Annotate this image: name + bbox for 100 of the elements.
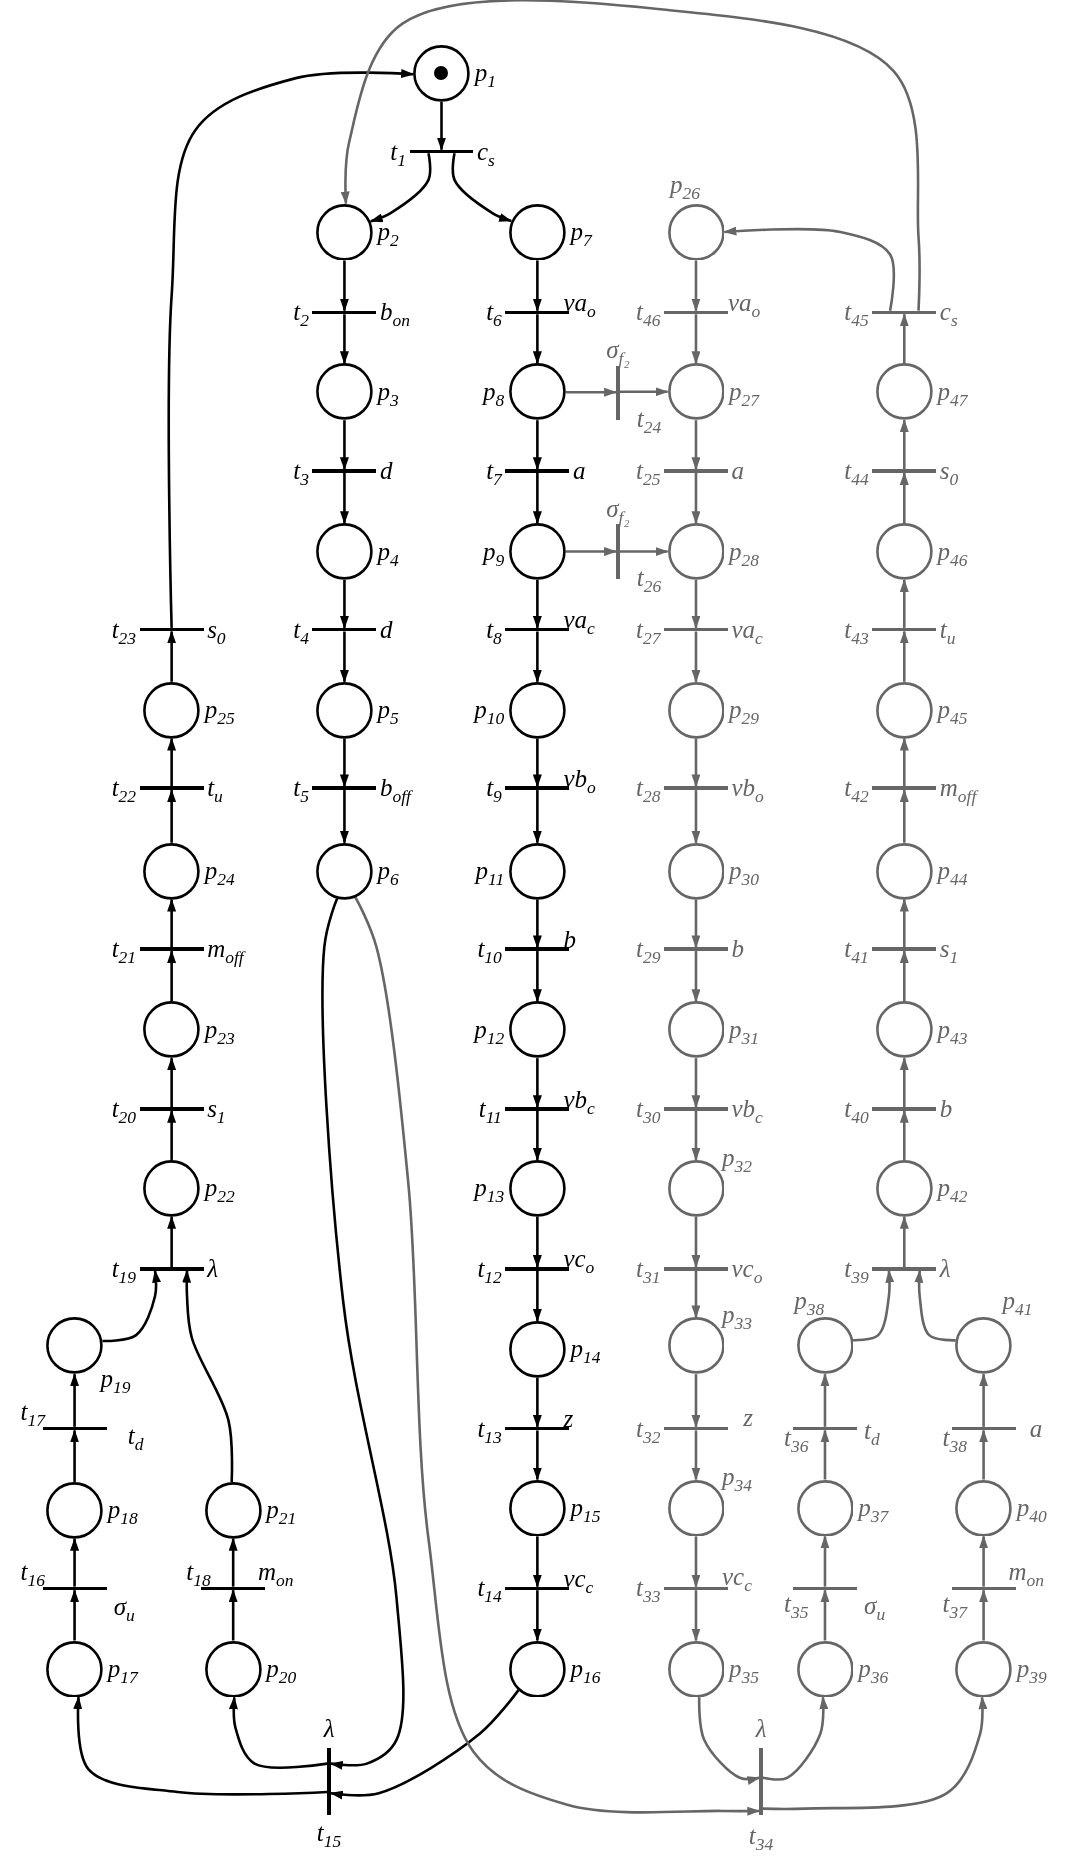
place-circle (667, 363, 725, 421)
place-label: p$_{43}$ (937, 1016, 968, 1044)
place-label: p$_{14}$ (570, 1335, 601, 1364)
arc-arrow (70, 1373, 80, 1427)
place-circle (796, 1640, 854, 1698)
place-label: p$_{26}$ (669, 170, 700, 199)
place-circle (508, 523, 566, 580)
place-circle (667, 842, 725, 900)
transition-label: t$_{u}$ (939, 615, 956, 644)
place-label: p$_{4}$ (377, 537, 399, 566)
transition-label: t$_{2}$ (293, 298, 309, 327)
arc-arrow (899, 471, 909, 524)
place-label: p$_{34}$ (722, 1463, 752, 1491)
transition-label: t$_{18}$ (186, 1558, 211, 1586)
transition-bar (793, 1426, 857, 1431)
transition-label: b (731, 935, 744, 963)
transition-label: t$_{43}$ (844, 615, 869, 644)
place-label: p$_{24}$ (204, 857, 235, 885)
transition-bar (793, 1586, 857, 1591)
transition-bar (42, 1586, 107, 1591)
place-label: p$_{36}$ (858, 1655, 889, 1683)
place-label: p$_{8}$ (482, 378, 505, 406)
arc-arrow (532, 1270, 542, 1322)
transition-label: va$_{c}$ (563, 606, 595, 634)
arc-arrow (762, 1696, 988, 1811)
transition-label: vc$_{o}$ (731, 1255, 763, 1283)
transition-label: σ$_{u}$ (864, 1592, 886, 1620)
arc-arrow (691, 580, 701, 629)
transition-label: c$_{s}$ (939, 298, 958, 327)
arc-arrow (691, 1110, 701, 1161)
arc-arrow (339, 420, 349, 471)
place-circle (508, 1479, 566, 1537)
transition-label: va$_{o}$ (727, 289, 761, 317)
transition-bar (951, 1586, 1016, 1591)
place-circle (508, 203, 566, 261)
transition-label: d (379, 615, 393, 644)
transition-label: t$_{36}$ (783, 1424, 809, 1452)
arc-arrow (532, 631, 542, 683)
place-label: p$_{38}$ (794, 1287, 825, 1315)
place-label: p$_{45}$ (937, 696, 968, 724)
arc-arrow (369, 153, 432, 223)
arc-arrow (73, 1696, 328, 1796)
arc-arrow (228, 1696, 328, 1769)
transition-label: t$_{4}$ (293, 615, 309, 644)
transition-bar (664, 786, 728, 791)
transition-bar (872, 786, 937, 791)
transition-label: λ (755, 1715, 767, 1743)
arc-arrow (723, 226, 896, 311)
transition-label: t$_{31}$ (636, 1255, 661, 1283)
transition-bar (201, 1586, 266, 1591)
transition-bar (872, 1267, 937, 1271)
transition-bar (872, 1107, 937, 1111)
transition-bar (312, 310, 377, 315)
place-circle (508, 363, 566, 421)
arc-arrow (691, 472, 701, 525)
transition-label: vb$_{c}$ (731, 1095, 763, 1123)
transition-bar (139, 1107, 204, 1111)
place-circle (508, 1159, 566, 1217)
arc-arrow (339, 260, 349, 312)
arc-arrow (565, 547, 618, 557)
transition-label: vc$_{c}$ (722, 1562, 752, 1591)
place-label: p$_{2}$ (377, 218, 399, 246)
arc-arrow (437, 101, 446, 151)
transition-label: a (572, 457, 586, 485)
arc-arrow (167, 630, 177, 682)
transition-bar (664, 1267, 728, 1271)
place-label: p$_{27}$ (729, 378, 760, 406)
transition-label: t$_{29}$ (636, 935, 661, 963)
transition-label: t$_{9}$ (486, 774, 502, 803)
place-label: p$_{6}$ (377, 857, 399, 885)
arc-arrow (697, 1697, 761, 1785)
place-circle (143, 1159, 201, 1217)
transition-label: t$_{21}$ (111, 935, 137, 963)
place-label: p$_{29}$ (729, 696, 760, 724)
transition-bar (42, 1426, 107, 1431)
arc-arrow (691, 631, 701, 683)
place-label: p$_{30}$ (729, 857, 760, 885)
transition-label: t$_{17}$ (20, 1398, 45, 1426)
place-circle (413, 44, 470, 102)
transition-label: t$_{46}$ (636, 298, 661, 327)
arc-arrow (691, 1270, 701, 1319)
place-label: p$_{44}$ (937, 857, 968, 885)
transition-label: z (563, 1405, 574, 1433)
arc-arrow (691, 1430, 701, 1481)
arc-arrow (899, 313, 909, 364)
transition-label: t$_{44}$ (844, 457, 869, 485)
arc-arrow (899, 1057, 909, 1108)
arc-arrow (532, 738, 542, 788)
transition-label: t$_{3}$ (293, 457, 309, 485)
transition-bar (616, 524, 620, 579)
arc-arrow (167, 898, 177, 948)
transition-bar (951, 1426, 1016, 1431)
arc-arrow (619, 387, 669, 397)
transition-label: vc$_{o}$ (563, 1245, 595, 1274)
arc-arrow (167, 69, 415, 628)
transition-label: vc$_{c}$ (563, 1565, 594, 1593)
place-label: p$_{10}$ (474, 696, 505, 724)
place-circle (667, 203, 725, 261)
place-circle (143, 842, 201, 900)
place-circle (508, 1001, 566, 1059)
